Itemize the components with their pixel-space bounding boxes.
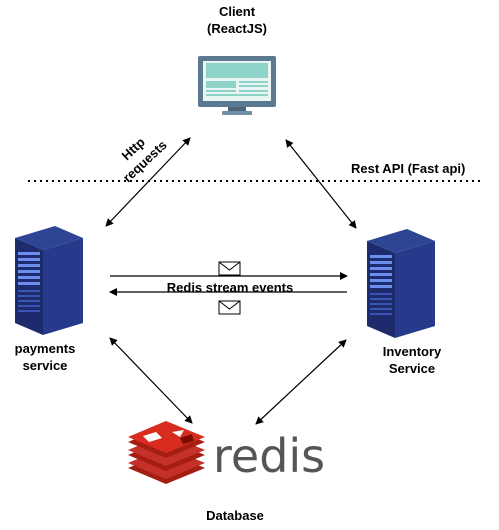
inventory-service-line1: Inventory (382, 344, 442, 359)
rest-api-label: Rest API (Fast api) (351, 161, 466, 176)
http-requests-arrow (105, 137, 191, 227)
payments-db-arrow (109, 337, 193, 424)
inventory-service-line2: Service (388, 361, 436, 376)
payments-service-line1: payments (14, 341, 76, 356)
inventory-db-arrow (255, 339, 347, 425)
redis-logo-text: redis (213, 429, 325, 483)
payments-service-line2: service (22, 358, 68, 373)
redis-stream-label: Redis stream events (166, 280, 294, 295)
rest-api-arrow (285, 139, 357, 229)
client-subtitle: (ReactJS) (207, 21, 267, 36)
envelope-icon (218, 261, 241, 276)
inventory-server-icon (367, 229, 435, 338)
envelope-icon (218, 300, 241, 315)
redis-logo: redis (128, 421, 325, 484)
client-monitor-icon (198, 56, 276, 115)
inventory-service-label: Inventory Service (362, 343, 462, 377)
client-title: Client (218, 4, 256, 19)
database-label: Database (206, 508, 264, 523)
client-label: Client (ReactJS) (194, 3, 280, 37)
payments-service-label: payments service (0, 340, 90, 374)
payments-server-icon (15, 226, 83, 335)
